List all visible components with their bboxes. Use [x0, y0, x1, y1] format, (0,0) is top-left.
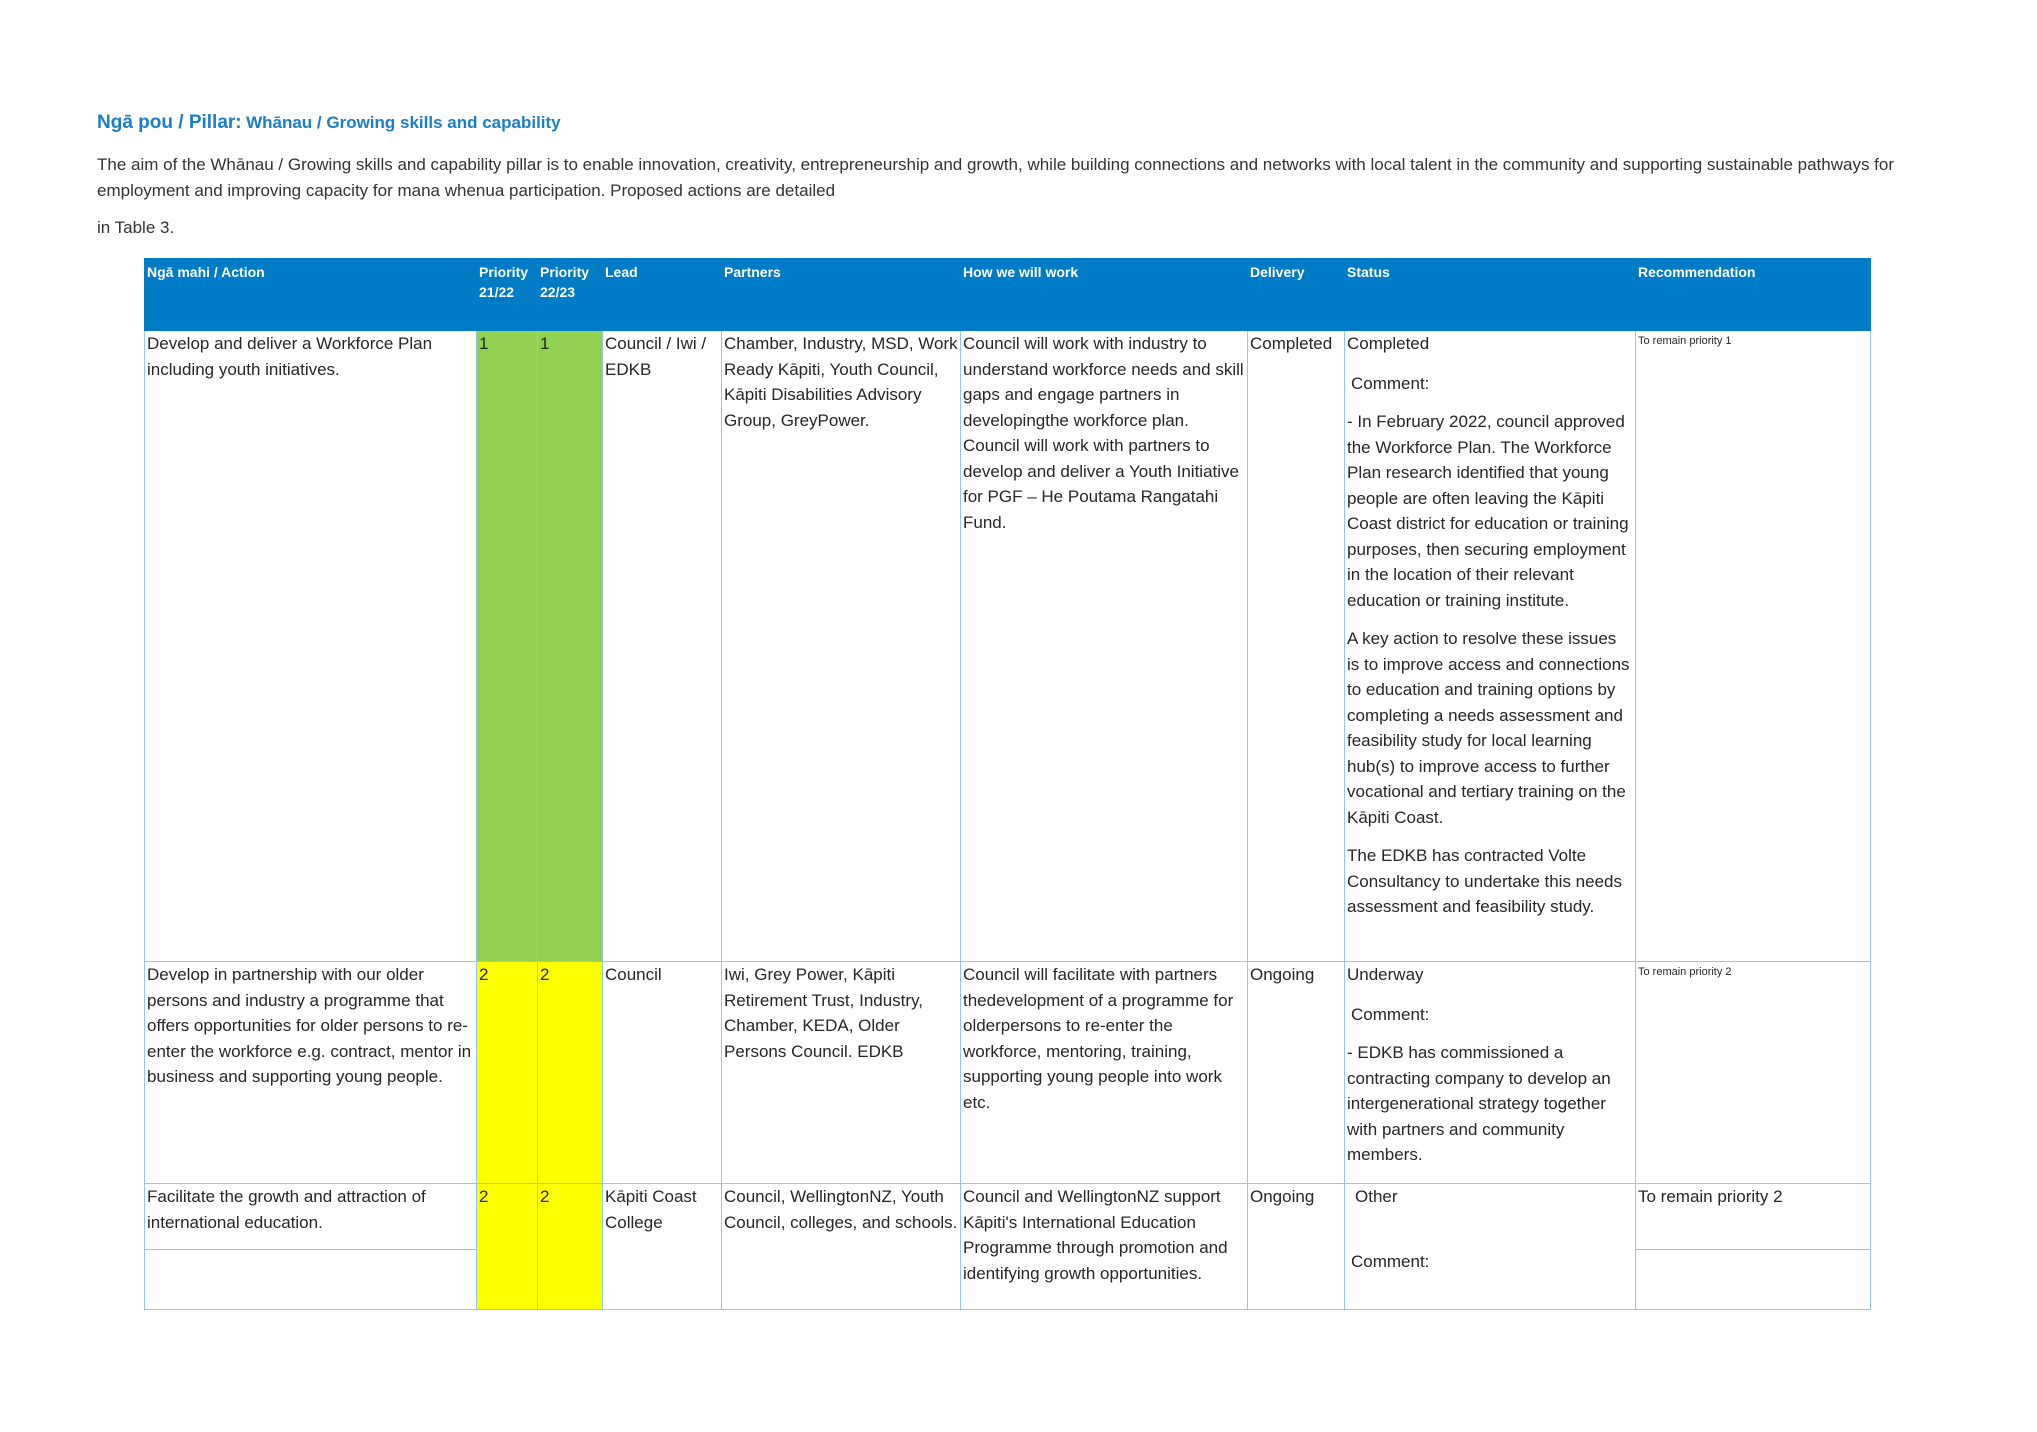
- cell-status: Other Comment:: [1344, 1183, 1636, 1310]
- pillar-heading-title: Whānau / Growing skills and capability: [246, 113, 561, 132]
- cell-delivery: Ongoing: [1247, 1183, 1345, 1310]
- pillar-heading-prefix: Ngā pou / Pillar:: [97, 112, 242, 133]
- header-lead: Lead: [602, 258, 722, 331]
- table-row-continuation: [144, 1249, 1871, 1310]
- cell-lead: Council: [602, 961, 722, 1184]
- cell-recommendation: To remain priority 1: [1635, 330, 1871, 962]
- header-delivery: Delivery: [1247, 258, 1345, 331]
- cell-partners: Council, WellingtonNZ, Youth Council, co…: [721, 1183, 961, 1310]
- cell-action-empty: [144, 1249, 477, 1310]
- cell-lead: Council / Iwi / EDKB: [602, 330, 722, 962]
- pillar-heading: Ngā pou / Pillar: Whānau / Growing skill…: [97, 112, 561, 134]
- cell-priority-2122: 1: [476, 330, 538, 962]
- cell-action: Develop and deliver a Workforce Plan inc…: [144, 330, 477, 962]
- cell-action: Develop in partnership with our older pe…: [144, 961, 477, 1184]
- comment-label: Comment:: [1351, 1251, 1430, 1271]
- cell-recommendation: To remain priority 2: [1635, 1183, 1871, 1250]
- header-priority-2223: Priority 22/23: [537, 258, 603, 331]
- table-row: Facilitate the growth and attraction of …: [144, 1183, 1871, 1310]
- table-header-row: Ngā mahi / Action Priority 21/22 Priorit…: [144, 258, 1871, 331]
- header-priority-2122: Priority 21/22: [476, 258, 538, 331]
- header-how: How we will work: [960, 258, 1248, 331]
- cell-priority-2122: 2: [476, 1183, 538, 1310]
- status-value: Other: [1355, 1187, 1398, 1206]
- cell-action: Facilitate the growth and attraction of …: [144, 1183, 477, 1250]
- actions-table: Ngā mahi / Action Priority 21/22 Priorit…: [144, 258, 1871, 1310]
- intro-paragraph: The aim of the Whānau / Growing skills a…: [97, 155, 1895, 200]
- cell-priority-2223: 1: [537, 330, 603, 962]
- comment-paragraph: A key action to resolve these issues is …: [1347, 629, 1630, 827]
- table-row: Develop and deliver a Workforce Plan inc…: [144, 330, 1871, 962]
- cell-partners: Iwi, Grey Power, Kāpiti Retirement Trust…: [721, 961, 961, 1184]
- comment-paragraph: - EDKB has commissioned a contracting co…: [1347, 1043, 1611, 1164]
- cell-delivery: Ongoing: [1247, 961, 1345, 1184]
- cell-how: Council will work with industry to under…: [960, 330, 1248, 962]
- cell-priority-2223: 2: [537, 1183, 603, 1310]
- cell-priority-2122: 2: [476, 961, 538, 1184]
- comment-label: Comment:: [1351, 373, 1430, 393]
- table-row: Develop in partnership with our older pe…: [144, 961, 1871, 1184]
- header-recommendation: Recommendation: [1635, 258, 1871, 331]
- comment-label: Comment:: [1351, 1004, 1430, 1024]
- cell-recommendation-empty: [1635, 1249, 1871, 1310]
- cell-priority-2223: 2: [537, 961, 603, 1184]
- cell-recommendation: To remain priority 2: [1635, 961, 1871, 1184]
- header-status: Status: [1344, 258, 1636, 331]
- status-value: Underway: [1347, 965, 1424, 984]
- cell-how: Council will facilitate with partners th…: [960, 961, 1248, 1184]
- cell-status: Completed Comment: - In February 2022, c…: [1344, 330, 1636, 962]
- cell-status: Underway Comment: - EDKB has commissione…: [1344, 961, 1636, 1184]
- comment-paragraph: The EDKB has contracted Volte Consultanc…: [1347, 846, 1623, 916]
- cell-lead: Kāpiti Coast College: [602, 1183, 722, 1310]
- status-value: Completed: [1347, 334, 1430, 353]
- header-partners: Partners: [721, 258, 961, 331]
- cell-partners: Chamber, Industry, MSD, Work Ready Kāpit…: [721, 330, 961, 962]
- cell-delivery: Completed: [1247, 330, 1345, 962]
- header-action: Ngā mahi / Action: [144, 258, 477, 331]
- comment-paragraph: - In February 2022, council approved the…: [1347, 412, 1629, 610]
- intro-table-reference: in Table 3.: [97, 218, 175, 237]
- cell-how: Council and WellingtonNZ support Kāpiti'…: [960, 1183, 1248, 1310]
